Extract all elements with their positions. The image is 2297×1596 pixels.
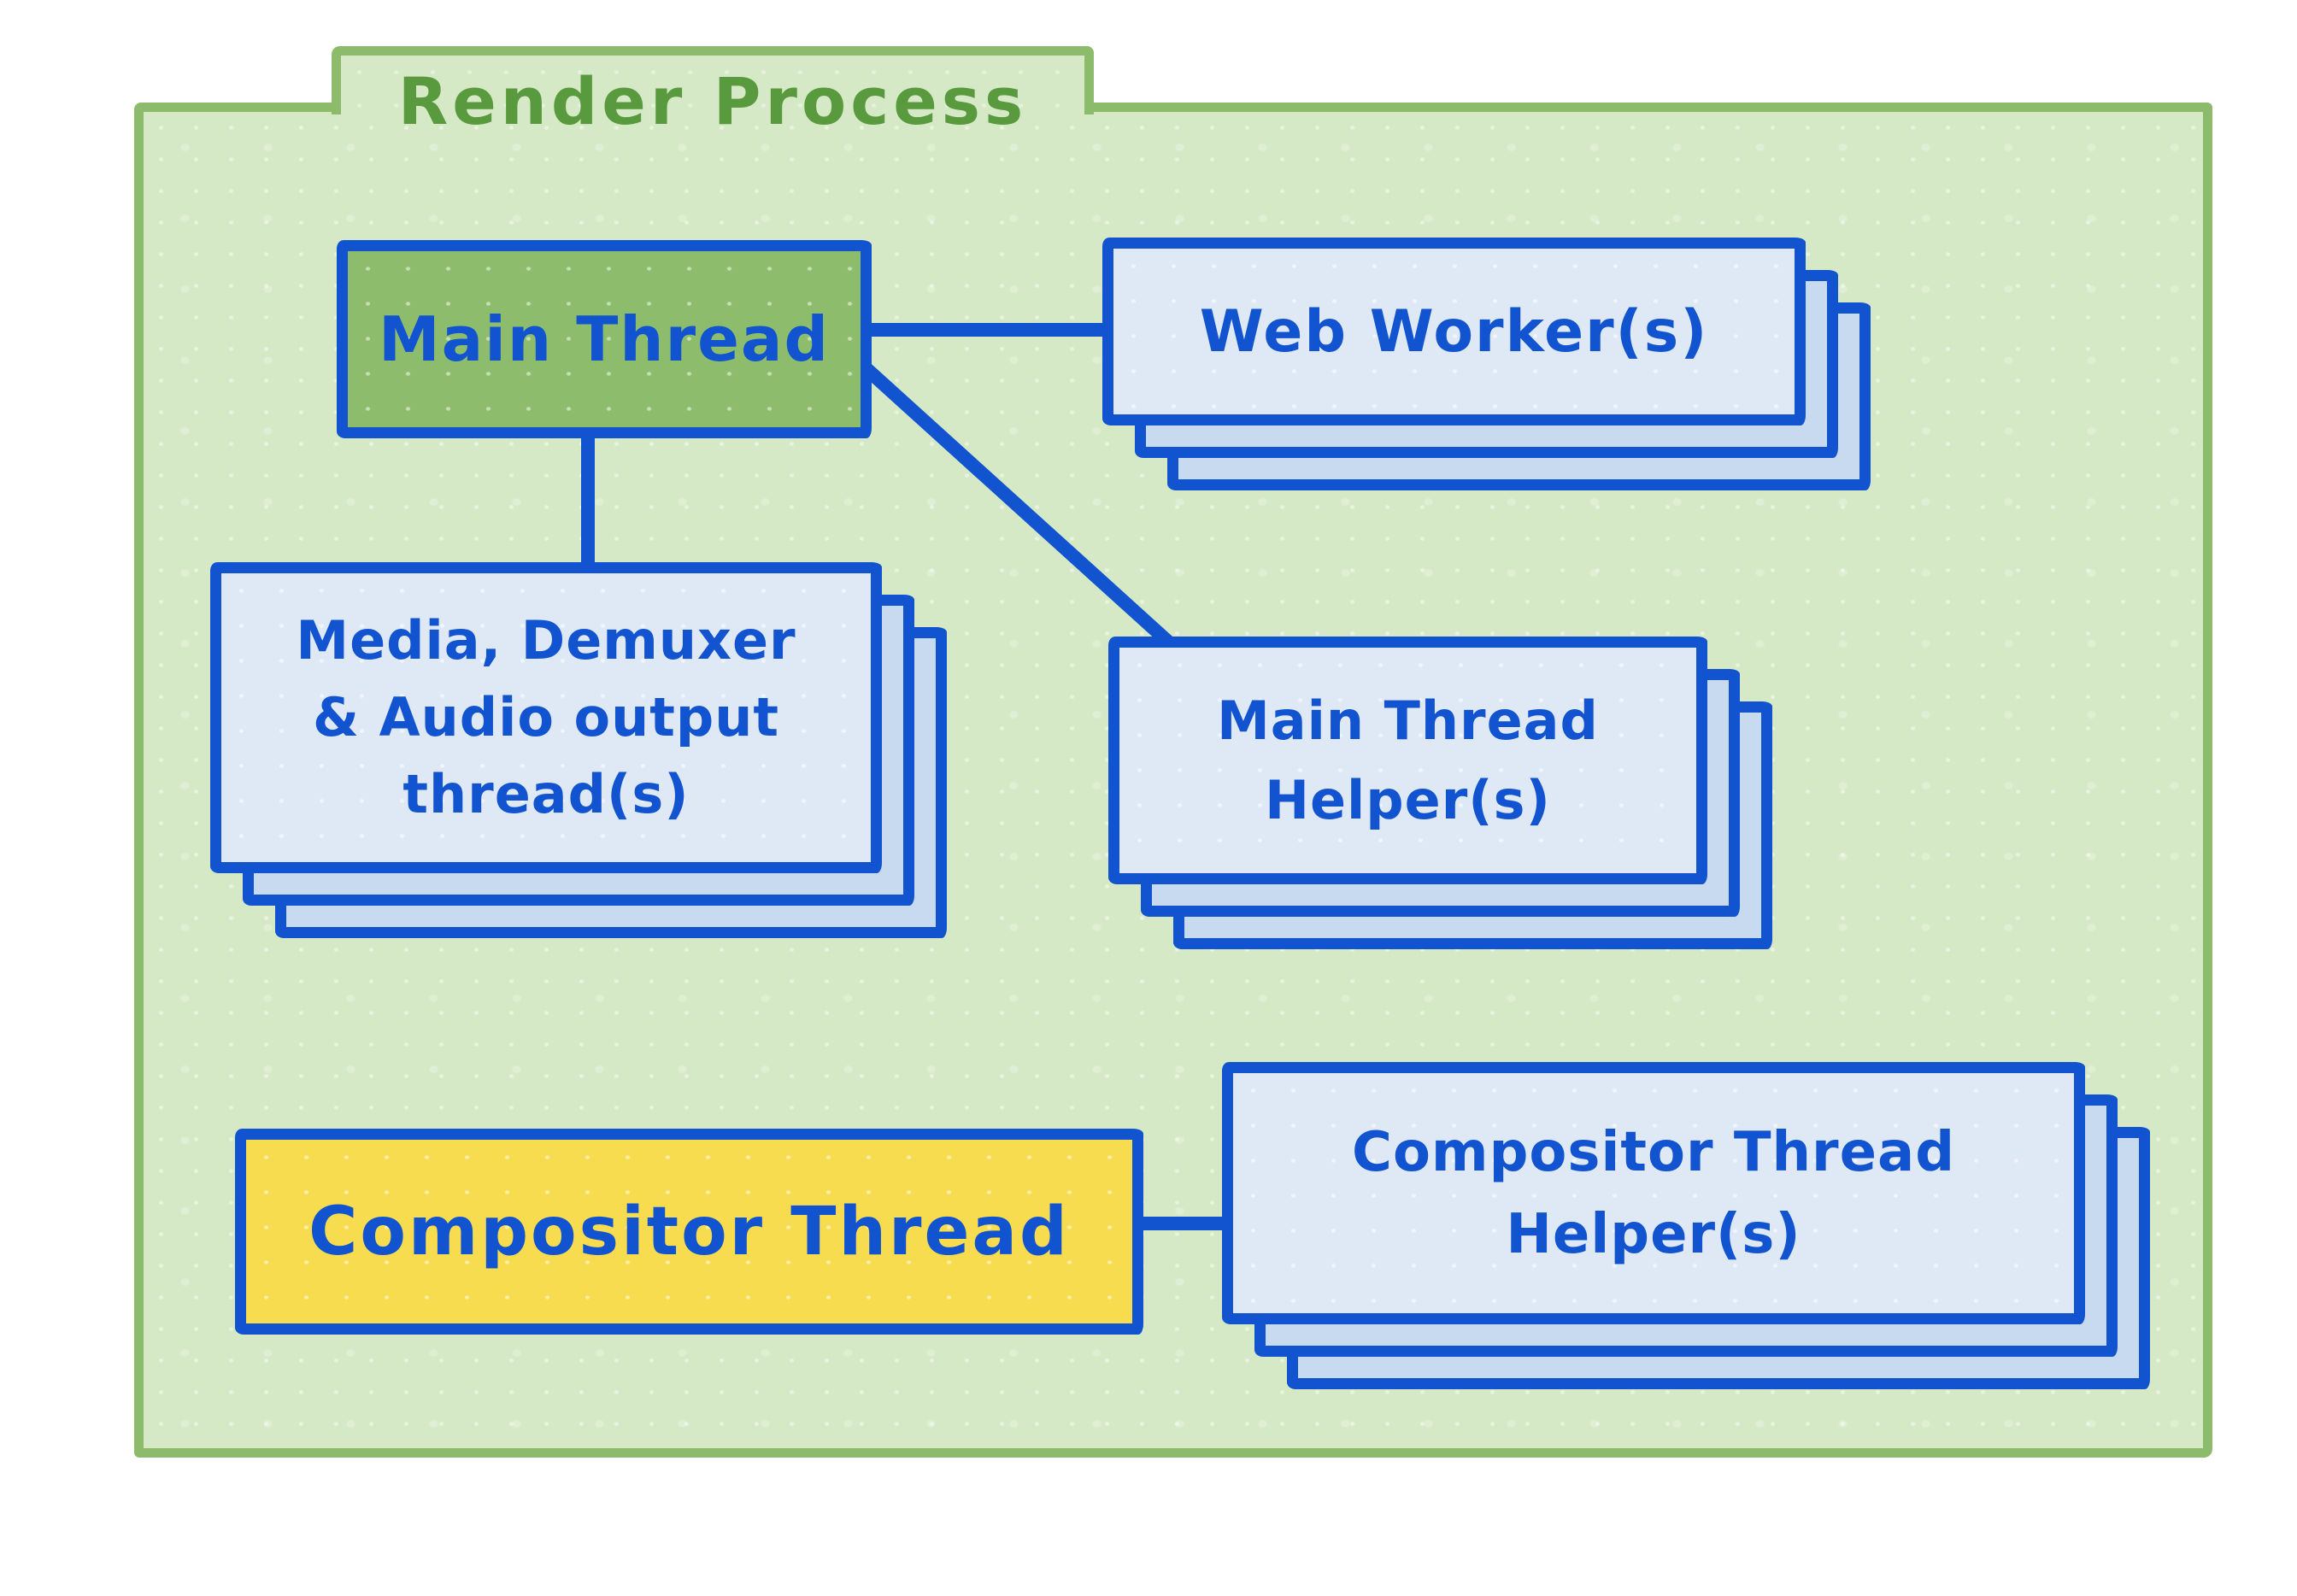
stack-layer-front: Media, Demuxer & Audio output thread(s) <box>210 562 882 873</box>
node-compositor-thread: Compositor Thread <box>235 1129 1143 1335</box>
stack-layer-front: Main Thread Helper(s) <box>1108 637 1707 884</box>
node-label-line: thread(s) <box>402 762 690 825</box>
node-label: Compositor Thread <box>308 1193 1070 1270</box>
stack-layer-front: Compositor Thread Helper(s) <box>1222 1062 2085 1324</box>
node-label-line: & Audio output <box>312 686 780 749</box>
connector-main-thread-to-main-thread-helpers <box>856 359 1176 649</box>
folder-tab <box>332 46 1094 114</box>
node-label-line: Helper(s) <box>1506 1202 1801 1266</box>
node-label-line: Helper(s) <box>1265 769 1551 831</box>
node-label-line: Main Thread <box>1217 689 1599 752</box>
diagram-title: Render Process <box>397 63 1028 139</box>
stack-layer-front: Web Worker(s) <box>1102 238 1806 425</box>
node-label-line: Media, Demuxer <box>296 609 796 672</box>
node-label: Main Thread <box>378 303 831 375</box>
node-main-thread: Main Thread <box>337 240 872 438</box>
node-label: Web Worker(s) <box>1199 297 1709 366</box>
node-label-line: Compositor Thread <box>1351 1120 1956 1184</box>
